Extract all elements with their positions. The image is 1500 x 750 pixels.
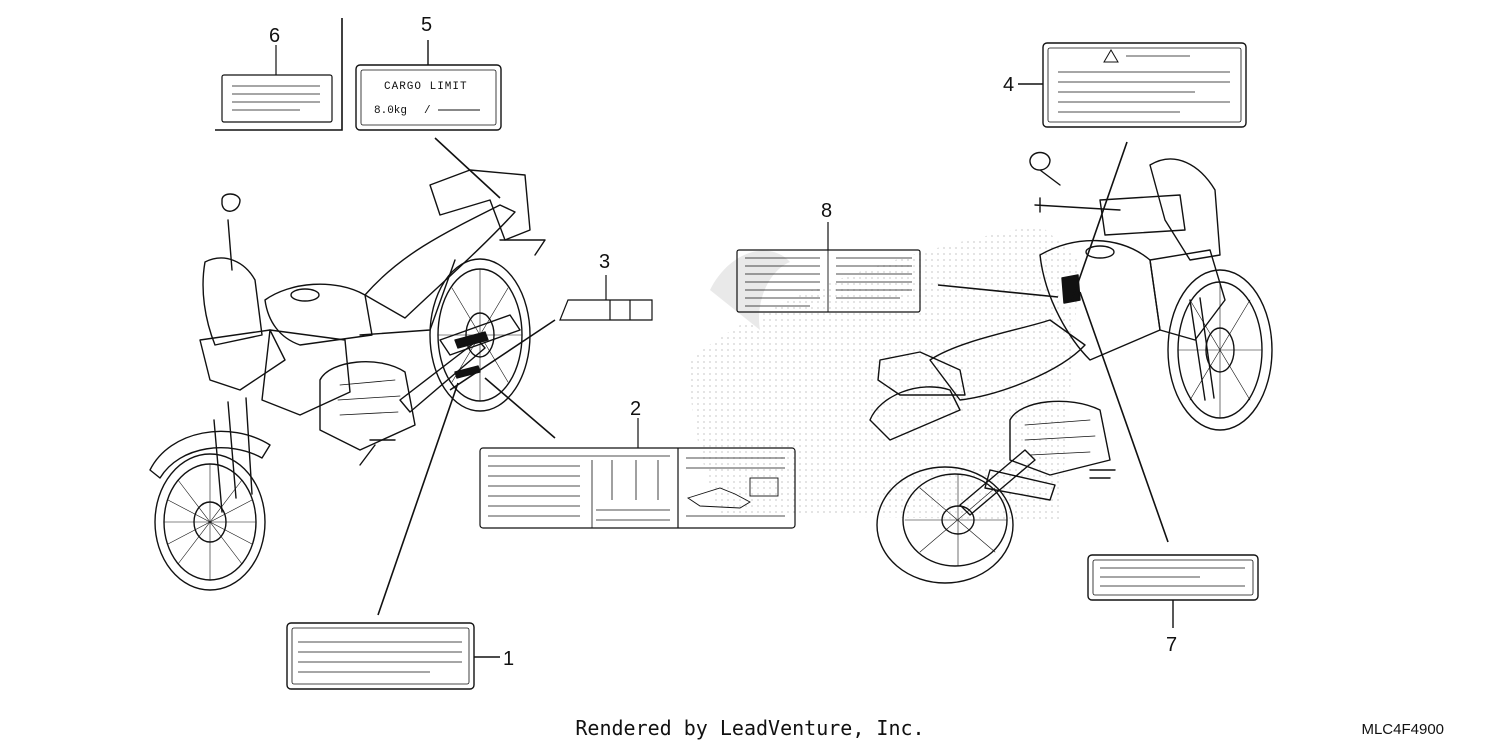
motorcycle-left-illustration: [149, 169, 546, 591]
label-7: [1079, 291, 1259, 628]
cargo-limit-slash: /: [424, 105, 431, 117]
label-2: [479, 377, 796, 529]
label-4: [1018, 42, 1247, 301]
cargo-limit-value: 8.0kg: [374, 105, 407, 117]
diagram-code: MLC4F4900: [1361, 721, 1444, 738]
callout-4: 4: [1003, 74, 1014, 96]
callout-5: 5: [421, 14, 432, 36]
callout-8: 8: [821, 200, 832, 222]
callout-6: 6: [269, 25, 280, 47]
callout-2: 2: [630, 398, 641, 420]
label-3: [449, 275, 653, 391]
label-1: [286, 382, 500, 690]
callout-1: 1: [503, 648, 514, 670]
callout-3: 3: [599, 251, 610, 273]
warning-triangle-icon: [1103, 49, 1119, 63]
label-6: [215, 18, 343, 131]
motorcycle-right-illustration: [869, 151, 1273, 584]
label-8: [736, 222, 1059, 313]
cargo-limit-title: CARGO LIMIT: [384, 81, 468, 93]
footer-credit: Rendered by LeadVenture, Inc.: [575, 716, 925, 740]
callout-7: 7: [1166, 634, 1177, 656]
label-5: [355, 40, 502, 199]
watermark: [689, 225, 1080, 520]
